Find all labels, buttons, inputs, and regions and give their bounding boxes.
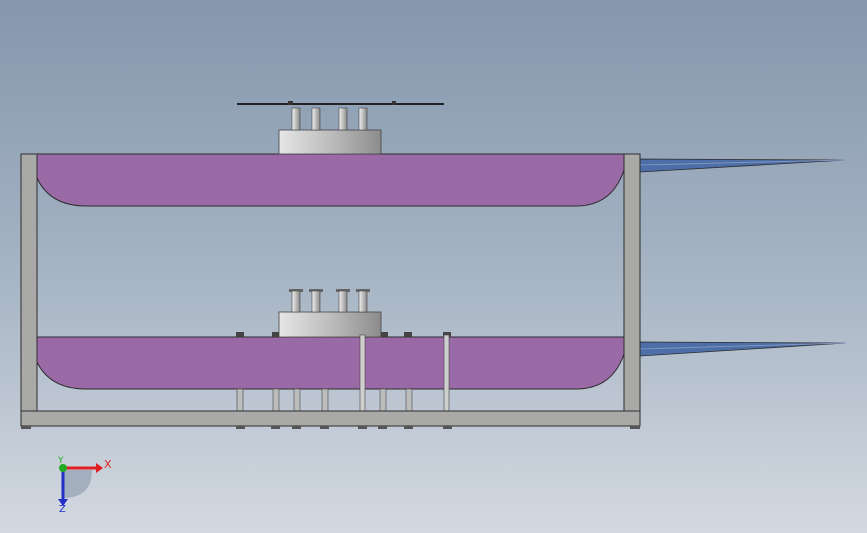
upper-tank xyxy=(36,153,625,207)
base-beam xyxy=(20,410,641,427)
tank-bolts xyxy=(236,332,451,337)
support-legs xyxy=(236,388,413,412)
lower-tank xyxy=(36,336,625,390)
y-axis-dot xyxy=(59,464,67,472)
y-axis-label: Y xyxy=(58,456,64,466)
left-frame-column xyxy=(20,153,38,415)
lower-blade xyxy=(639,341,847,357)
upper-blade xyxy=(639,158,847,173)
z-axis-label: Z xyxy=(59,504,66,515)
right-frame-column xyxy=(623,153,641,415)
lower-hub-assembly xyxy=(278,289,382,338)
x-axis-label: X xyxy=(104,458,112,471)
coordinate-triad xyxy=(58,463,103,506)
base-feet xyxy=(21,426,640,429)
upper-hub-assembly xyxy=(237,101,444,155)
